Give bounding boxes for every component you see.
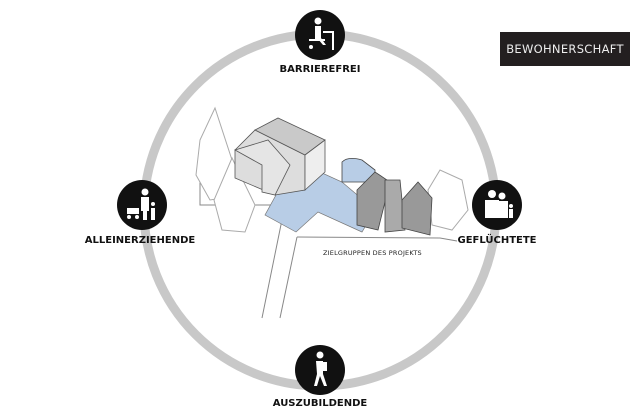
hiker-backpack-icon xyxy=(295,345,345,395)
label-alleinerziehende: ALLEINERZIEHENDE xyxy=(84,235,196,246)
houses-right xyxy=(341,158,433,236)
single-parent-icon xyxy=(117,180,167,230)
tree-illustration xyxy=(195,106,469,233)
refugee-family-icon xyxy=(472,180,522,230)
label-barrierefrei: BARRIEREFREI xyxy=(279,64,361,75)
wheelchair-walker-icon xyxy=(295,10,345,60)
houses-left xyxy=(233,117,326,196)
bewohnerschaft-badge: BEWOHNERSCHAFT xyxy=(500,32,630,66)
diagram-caption: ZIELGRUPPEN DES PROJEKTS xyxy=(323,249,422,257)
label-gefluechtete: GEFLÜCHTETE xyxy=(457,235,537,246)
label-auszubildende: AUSZUBILDENDE xyxy=(272,398,368,409)
